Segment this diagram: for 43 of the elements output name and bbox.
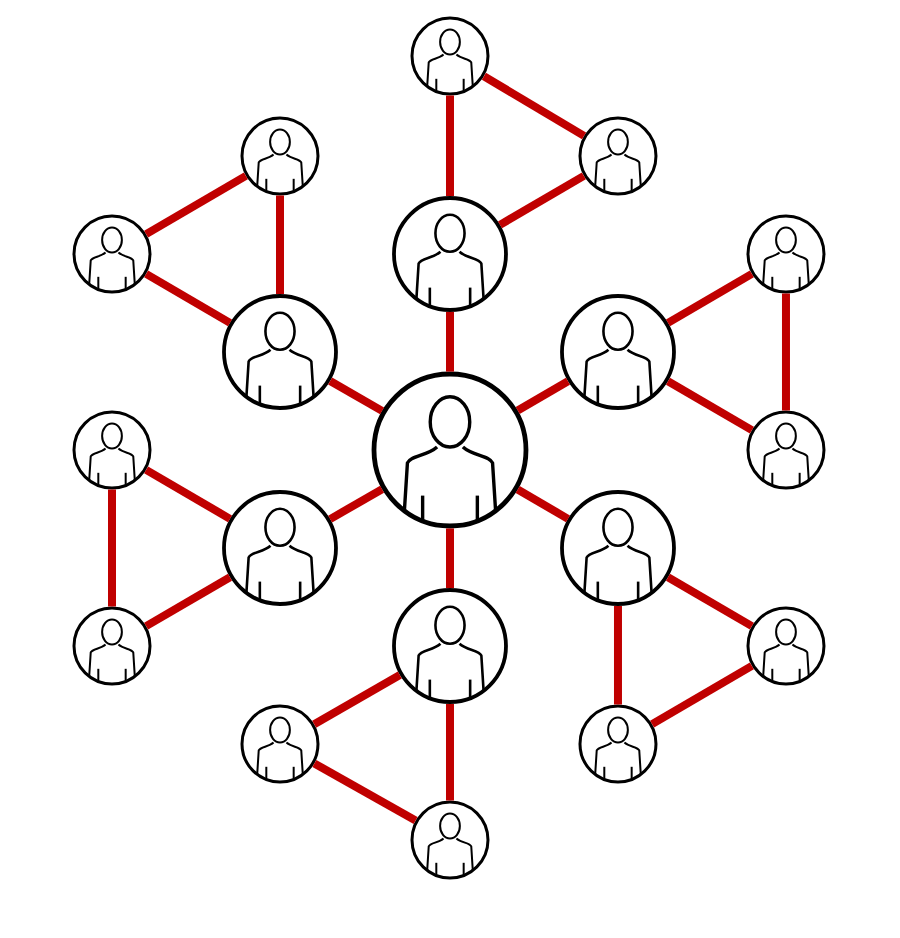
connector-line [144,172,248,238]
connector-line [650,662,754,728]
connector-line [614,605,622,705]
connector-line [144,573,232,630]
connector-line [515,377,570,414]
person-icon [410,16,490,96]
person-icon [560,294,676,410]
connector-line [108,489,116,607]
connector-line [446,311,454,372]
connector-line [665,377,754,434]
person-icon [240,704,320,784]
person-icon [392,588,508,704]
connector-line [446,528,454,589]
person-icon [746,606,826,686]
connector-line [446,703,454,801]
connector-line [328,485,385,523]
connector-line [498,172,586,229]
connector-line [312,759,418,825]
connector-line [515,486,570,523]
person-icon [371,371,529,529]
person-icon [240,116,320,196]
connector-line [666,573,754,630]
person-icon [72,606,152,686]
person-icon [72,410,152,490]
person-icon [222,294,338,410]
connector-line [312,671,402,728]
person-icon [560,490,676,606]
connector-line [328,377,385,415]
person-icon [578,704,658,784]
connector-line [276,195,284,295]
connector-line [144,466,232,523]
person-icon [222,490,338,606]
connector-line [481,72,587,140]
connector-line [782,293,790,411]
connector-line [144,270,232,327]
person-icon [746,410,826,490]
person-icon [392,196,508,312]
person-icon [410,800,490,880]
connector-line [446,95,454,197]
person-icon [578,116,658,196]
connector-line [666,270,754,327]
person-icon [72,214,152,294]
person-icon [746,214,826,294]
